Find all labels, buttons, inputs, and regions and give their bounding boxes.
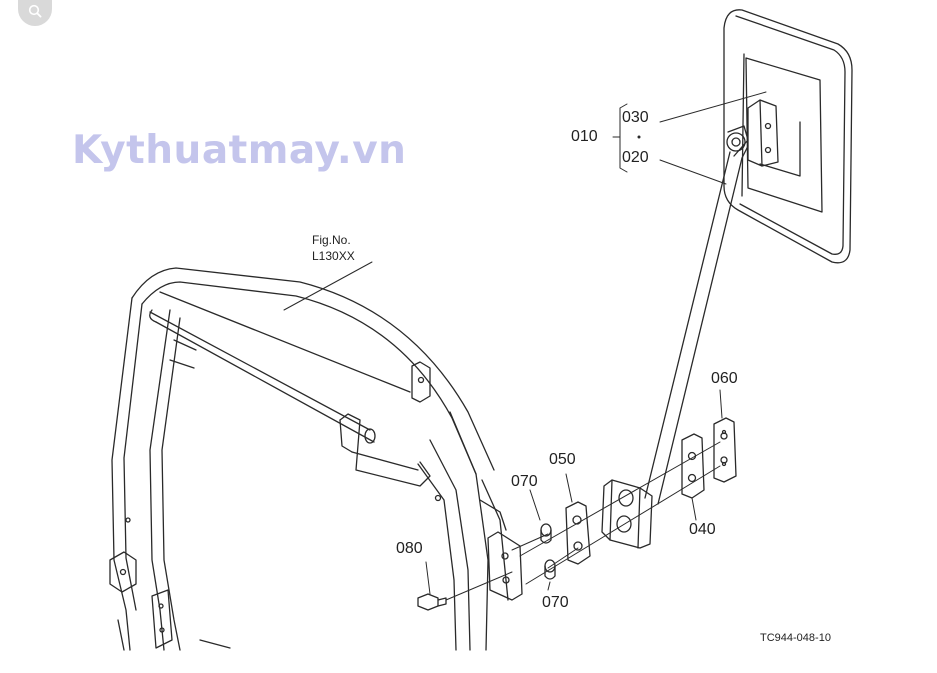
watermark-text: Kythuatmay.vn xyxy=(72,128,407,173)
part-label-050: 050 xyxy=(549,451,576,468)
mirror-arm xyxy=(601,145,749,549)
rops-frame xyxy=(109,267,523,651)
figure-reference: Fig.No. L130XX xyxy=(312,232,355,264)
part-label-070-lower: 070 xyxy=(542,594,569,611)
part-label-010: 010 xyxy=(571,128,598,145)
mirror-assembly xyxy=(723,9,853,264)
figure-reference-line1: Fig.No. xyxy=(312,233,351,247)
part-label-070-upper: 070 xyxy=(511,473,538,490)
figure-reference-line2: L130XX xyxy=(312,249,355,264)
plate-040 xyxy=(681,433,705,499)
bolt-080 xyxy=(417,593,447,611)
part-label-020: 020 xyxy=(622,149,649,166)
part-label-040: 040 xyxy=(689,521,716,538)
plate-060 xyxy=(713,417,737,483)
spacer-070-upper xyxy=(540,523,552,544)
leader-lines xyxy=(283,91,767,595)
zoom-button[interactable] xyxy=(18,0,52,26)
plate-050 xyxy=(565,501,591,565)
part-label-080: 080 xyxy=(396,540,423,557)
part-label-060: 060 xyxy=(711,370,738,387)
part-label-030: 030 xyxy=(622,109,649,126)
drawing-code: TC944-048-10 xyxy=(760,632,831,644)
magnifier-icon xyxy=(28,4,42,18)
assembly-lines xyxy=(445,441,721,601)
